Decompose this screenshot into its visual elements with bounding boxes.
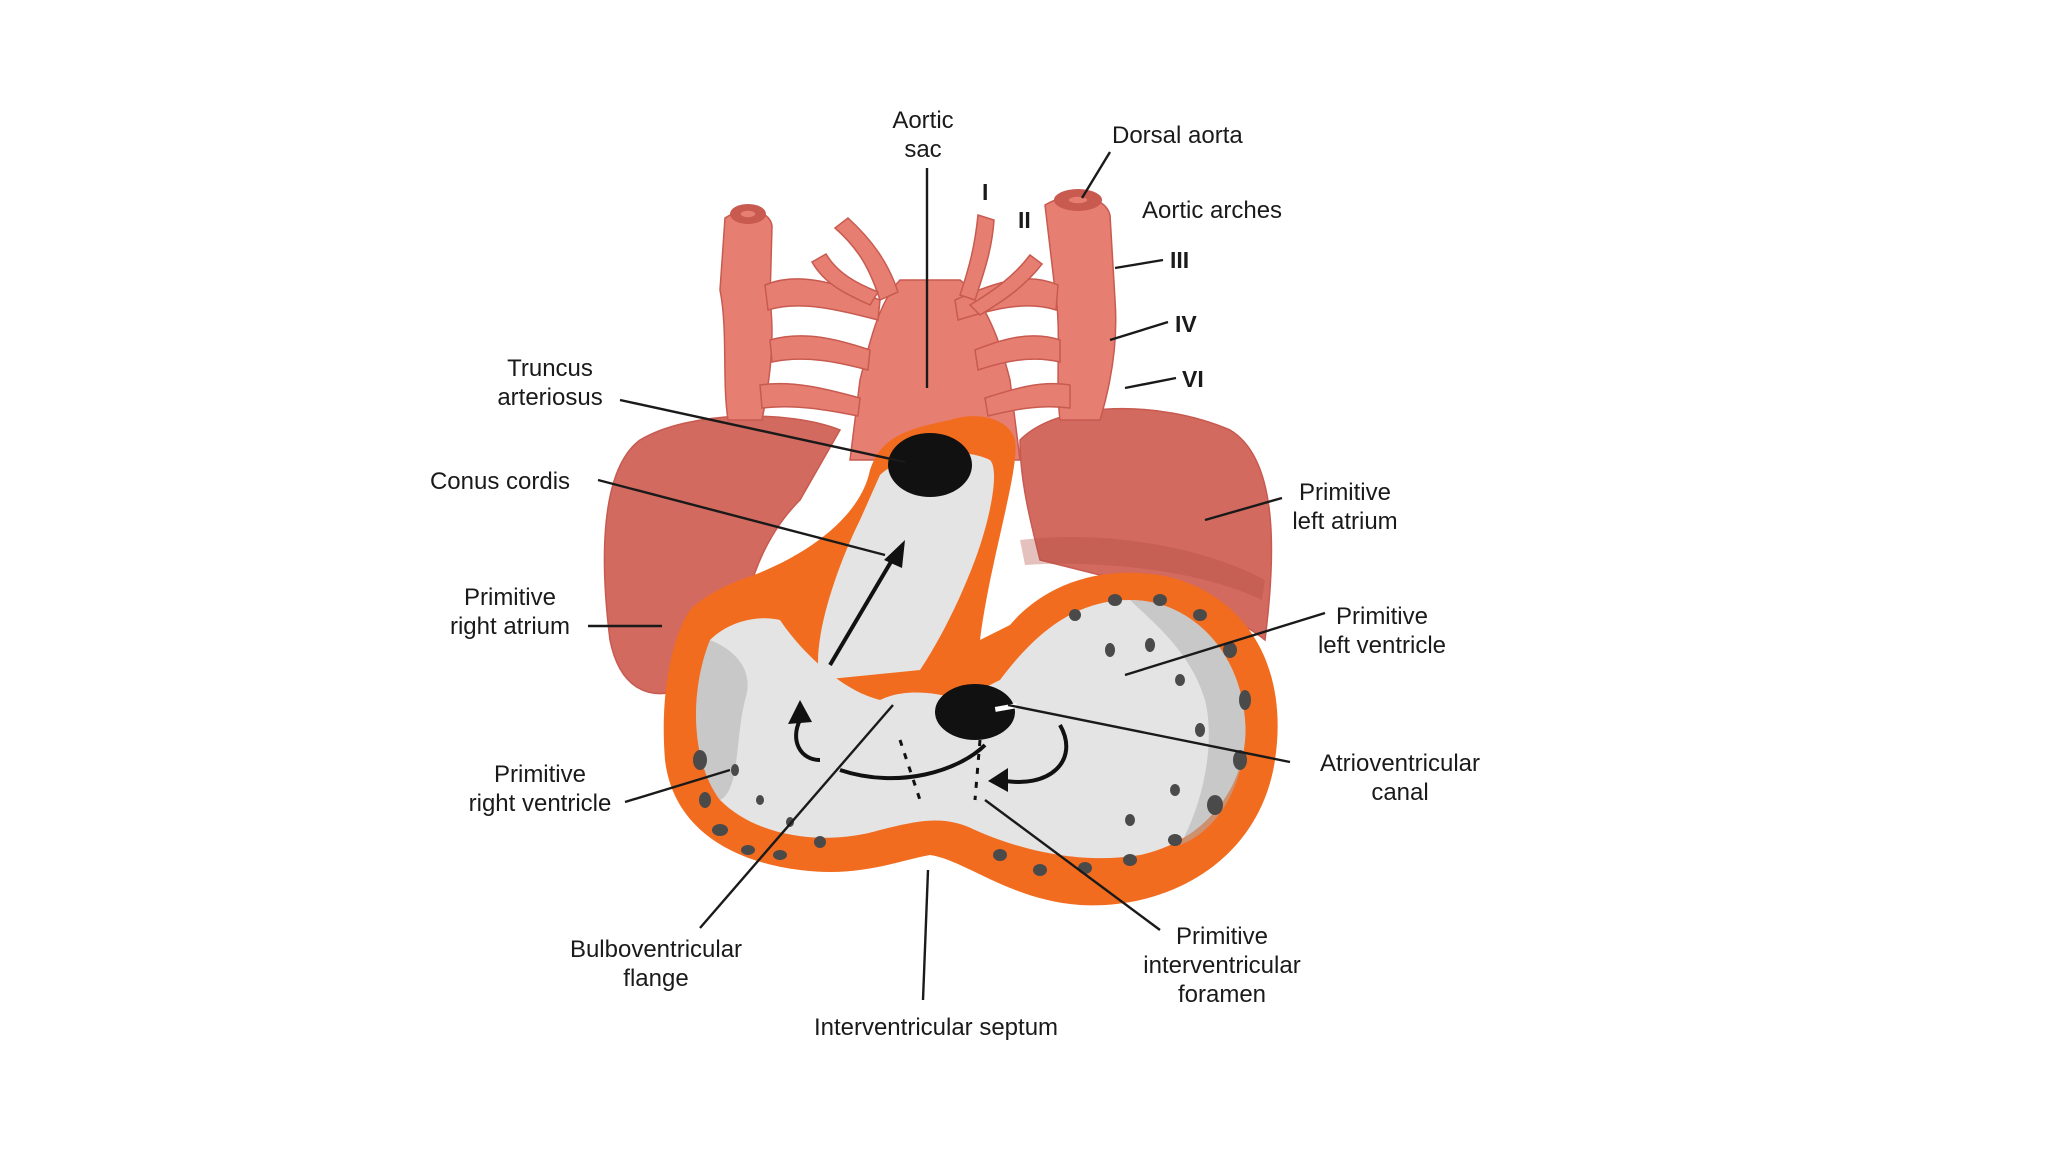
label-dorsal-aorta: Dorsal aorta xyxy=(1112,122,1243,149)
leader-conus-cordis xyxy=(597,478,886,557)
label-truncus-arteriosus-line1: Truncus xyxy=(507,355,593,382)
flow-arrow-bottom xyxy=(839,743,987,781)
label-atrioventricular-canal-line1: Atrioventricular xyxy=(1320,750,1480,777)
flow-arrows xyxy=(794,553,1069,801)
septum-dotted-right xyxy=(973,739,982,801)
label-primitive-interventricular-foramen-line2: interventricular xyxy=(1143,952,1300,979)
truncus-opening xyxy=(888,433,972,497)
arch-vi-right xyxy=(984,382,1071,417)
leader-bulboventricular-flange xyxy=(699,704,894,929)
leader-interventricular-septum xyxy=(921,869,930,1001)
leader-primitive-right-ventricle xyxy=(624,768,731,804)
aortic-sac-shape xyxy=(849,279,1021,461)
label-primitive-left-ventricle-line2: left ventricle xyxy=(1318,632,1446,659)
flow-arrow-left-ventricle xyxy=(999,724,1069,784)
leader-arch-iii xyxy=(1114,258,1164,270)
label-aortic-sac-line1: Aortic xyxy=(892,107,953,134)
right-dorsal-aorta-opening xyxy=(1067,195,1089,205)
atrioventricular-canal-opening xyxy=(935,684,1015,740)
aortic-arch-system xyxy=(719,189,1117,461)
left-dorsal-aorta-opening xyxy=(739,209,757,219)
label-aortic-arches: Aortic arches xyxy=(1142,197,1282,224)
label-primitive-right-atrium-line1: Primitive xyxy=(464,584,556,611)
arch-iii-left xyxy=(764,278,881,321)
arrowhead-right-ventricle xyxy=(788,700,812,724)
arch-ii-right xyxy=(968,253,1044,316)
arch-iv-right xyxy=(974,335,1061,371)
leader-primitive-left-ventricle xyxy=(1124,611,1326,677)
arch-i-left xyxy=(833,217,899,302)
heart-illustration xyxy=(603,189,1278,906)
label-primitive-left-atrium-line1: Primitive xyxy=(1299,479,1391,506)
arch-ii-left xyxy=(810,252,880,306)
label-interventricular-septum: Interventricular septum xyxy=(814,1014,1058,1041)
label-primitive-left-ventricle-line1: Primitive xyxy=(1336,603,1428,630)
left-atrium-shape xyxy=(1019,407,1273,642)
label-arch-vi: VI xyxy=(1182,366,1204,392)
label-arch-i: I xyxy=(982,179,988,205)
arrowhead-conus xyxy=(884,540,905,568)
lumen-shading-left xyxy=(1130,600,1246,845)
septum-dotted-left xyxy=(898,739,922,801)
label-primitive-left-atrium-line2: left atrium xyxy=(1292,508,1397,535)
label-primitive-interventricular-foramen-line3: foramen xyxy=(1178,981,1266,1008)
left-atrium-band xyxy=(1020,536,1265,600)
leader-truncus-arteriosus xyxy=(619,398,906,464)
leader-primitive-left-atrium xyxy=(1204,496,1283,522)
flow-arrow-conus xyxy=(828,553,897,667)
label-arch-ii: II xyxy=(1018,207,1031,233)
label-atrioventricular-canal-line2: canal xyxy=(1371,779,1428,806)
label-bulboventricular-flange-line1: Bulboventricular xyxy=(570,936,742,963)
label-bulboventricular-flange-line2: flange xyxy=(623,965,688,992)
flow-arrow-right-ventricle xyxy=(794,719,821,762)
conus-cordis-lumen xyxy=(818,452,995,680)
label-primitive-right-atrium-line2: right atrium xyxy=(450,613,570,640)
label-arch-iii: III xyxy=(1170,247,1189,273)
arch-vi-left xyxy=(759,382,861,417)
label-primitive-interventricular-foramen-line1: Primitive xyxy=(1176,923,1268,950)
arrowhead-left-ventricle xyxy=(988,768,1008,792)
leader-atrioventricular-canal xyxy=(1007,703,1291,764)
label-arch-iv: IV xyxy=(1175,311,1197,337)
flow-arrowheads xyxy=(788,540,1008,792)
label-aortic-sac-line2: sac xyxy=(904,136,941,163)
label-conus-cordis: Conus cordis xyxy=(430,468,570,495)
lumen-shading-right xyxy=(696,640,748,800)
leader-arch-iv xyxy=(1109,320,1169,342)
labels: Aortic sac Dorsal aorta Aortic arches I … xyxy=(430,107,1480,1041)
arch-i-right xyxy=(959,214,995,301)
arch-iv-left xyxy=(769,335,871,371)
label-truncus-arteriosus-line2: arteriosus xyxy=(497,384,602,411)
leader-lines xyxy=(588,151,1326,1001)
label-primitive-right-ventricle-line1: Primitive xyxy=(494,761,586,788)
leader-primitive-interventricular-foramen xyxy=(984,799,1161,931)
leader-arch-vi xyxy=(1124,376,1177,390)
trabeculae xyxy=(693,594,1251,876)
leader-dorsal-aorta xyxy=(1080,151,1112,199)
label-primitive-right-ventricle-line2: right ventricle xyxy=(469,790,612,817)
